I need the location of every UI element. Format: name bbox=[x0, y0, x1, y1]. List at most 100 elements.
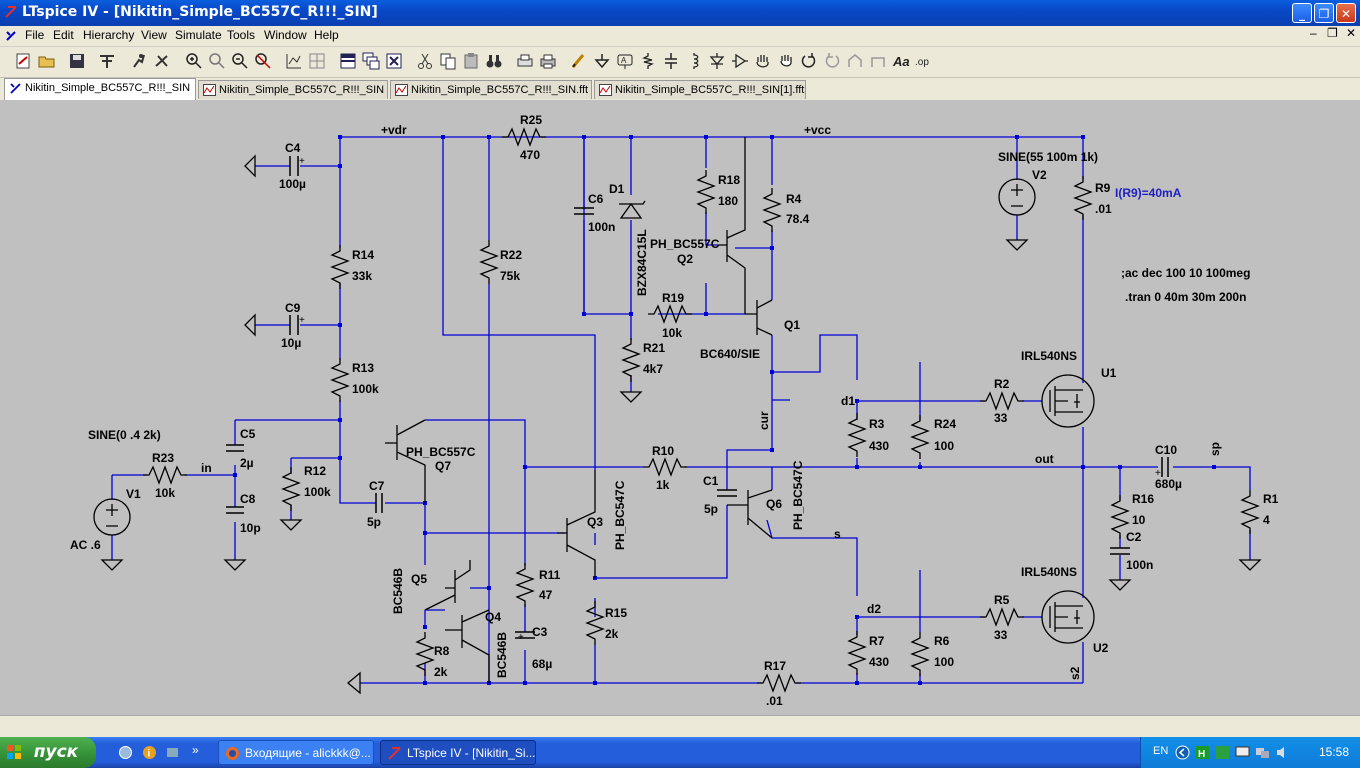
save-icon[interactable] bbox=[68, 52, 86, 70]
tran-directive[interactable]: .tran 0 40m 30m 200n bbox=[1125, 290, 1246, 304]
label-R19: R19 bbox=[662, 291, 684, 305]
label-R8: R8 bbox=[434, 644, 450, 658]
schematic-canvas[interactable]: ++++ C4 100µ R25 bbox=[0, 100, 1360, 715]
draw-wire-icon[interactable] bbox=[570, 52, 588, 70]
print-icon[interactable] bbox=[539, 52, 557, 70]
minimize-button[interactable]: _ bbox=[1292, 3, 1312, 23]
ground-icon[interactable] bbox=[593, 52, 611, 70]
drag-hand-icon[interactable] bbox=[777, 52, 795, 70]
label-R23: R23 bbox=[152, 451, 174, 465]
paste-icon[interactable] bbox=[462, 52, 480, 70]
find-icon[interactable] bbox=[485, 52, 503, 70]
label-C10: C10 bbox=[1155, 443, 1177, 457]
autorange-icon[interactable] bbox=[285, 52, 303, 70]
tray-volume-icon[interactable] bbox=[1275, 745, 1290, 760]
mirror-icon[interactable] bbox=[869, 52, 887, 70]
tray-app-icon[interactable] bbox=[1215, 745, 1230, 760]
text-icon[interactable]: Aa bbox=[892, 52, 910, 70]
menu-edit[interactable]: Edit bbox=[53, 28, 74, 42]
menu-file[interactable]: File bbox=[25, 28, 45, 42]
status-bar bbox=[0, 715, 1360, 738]
quicklaunch-more-icon[interactable]: » bbox=[192, 743, 199, 757]
diode-icon[interactable] bbox=[708, 52, 726, 70]
undo-icon[interactable] bbox=[800, 52, 818, 70]
ac-directive[interactable]: ;ac dec 100 10 100meg bbox=[1121, 266, 1250, 280]
tile-horizontal-icon[interactable] bbox=[339, 52, 357, 70]
rotate-icon[interactable] bbox=[846, 52, 864, 70]
tray-h-icon[interactable]: H bbox=[1195, 745, 1210, 760]
close-all-icon[interactable] bbox=[385, 52, 403, 70]
menu-window[interactable]: Window bbox=[264, 28, 307, 42]
label-Q6: Q6 bbox=[766, 497, 782, 511]
copy-icon[interactable] bbox=[439, 52, 457, 70]
menu-help[interactable]: Help bbox=[314, 28, 339, 42]
label-V1: V1 bbox=[126, 487, 141, 501]
control-panel-icon[interactable] bbox=[98, 52, 116, 70]
pan-icon[interactable] bbox=[208, 52, 226, 70]
value-R4: 78.4 bbox=[786, 212, 810, 226]
start-button[interactable]: пуск bbox=[0, 737, 96, 768]
zoom-out-icon[interactable] bbox=[231, 52, 249, 70]
value-C7: 5p bbox=[367, 515, 381, 529]
menu-simulate[interactable]: Simulate bbox=[175, 28, 222, 42]
quicklaunch-info-icon[interactable]: i bbox=[142, 745, 157, 760]
schematic-drawing[interactable]: ++++ C4 100µ R25 bbox=[0, 100, 1360, 715]
halt-icon[interactable] bbox=[153, 52, 171, 70]
menu-view[interactable]: View bbox=[141, 28, 167, 42]
spice-directive-icon[interactable]: .op bbox=[915, 52, 933, 70]
mdi-restore-icon[interactable]: ❐ bbox=[1327, 26, 1338, 40]
label-R10: R10 bbox=[652, 444, 674, 458]
taskbar-button-ltspice[interactable]: LTspice IV - [Nikitin_Si... bbox=[380, 740, 536, 765]
resistor-icon[interactable] bbox=[639, 52, 657, 70]
print-setup-icon[interactable] bbox=[516, 52, 534, 70]
inductor-icon[interactable] bbox=[685, 52, 703, 70]
new-schematic-icon[interactable] bbox=[14, 52, 32, 70]
label-R5: R5 bbox=[994, 593, 1010, 607]
zoom-in-icon[interactable] bbox=[185, 52, 203, 70]
component-icon[interactable] bbox=[731, 52, 749, 70]
mdi-minimize-icon[interactable]: – bbox=[1310, 26, 1317, 40]
tab-label: Nikitin_Simple_BC557C_R!!!_SIN.fft bbox=[411, 84, 589, 96]
label-net-icon[interactable]: A bbox=[616, 52, 634, 70]
value-R11: 47 bbox=[539, 588, 553, 602]
open-folder-icon[interactable] bbox=[38, 52, 56, 70]
net-label-d2: d2 bbox=[867, 602, 881, 616]
label-R6: R6 bbox=[934, 634, 950, 648]
label-C1: C1 bbox=[703, 474, 719, 488]
capacitor-icon[interactable] bbox=[662, 52, 680, 70]
tab-fft-1[interactable]: Nikitin_Simple_BC557C_R!!!_SIN[1].fft bbox=[594, 80, 806, 99]
taskbar-button-mail[interactable]: Входящие - alickkk@... bbox=[218, 740, 374, 765]
menu-hierarchy[interactable]: Hierarchy bbox=[83, 28, 135, 42]
run-icon[interactable] bbox=[130, 52, 148, 70]
document-tabs: Nikitin_Simple_BC557C_R!!!_SIN Nikitin_S… bbox=[0, 78, 1360, 100]
mdi-close-icon[interactable]: ✕ bbox=[1346, 26, 1357, 40]
svg-text:i: i bbox=[148, 749, 151, 760]
cascade-icon[interactable] bbox=[362, 52, 380, 70]
zoom-fit-icon[interactable] bbox=[254, 52, 272, 70]
quicklaunch-media-icon[interactable] bbox=[165, 745, 180, 760]
net-label-cur: cur bbox=[757, 411, 771, 430]
value-Q5: BC546B bbox=[391, 568, 405, 614]
label-R24: R24 bbox=[934, 417, 956, 431]
tray-network-icon[interactable] bbox=[1255, 745, 1270, 760]
quicklaunch-ie-icon[interactable] bbox=[118, 745, 133, 760]
restore-button[interactable]: ❐ bbox=[1314, 3, 1334, 23]
tab-schematic[interactable]: Nikitin_Simple_BC557C_R!!!_SIN bbox=[4, 78, 196, 100]
schematic-doc-icon[interactable] bbox=[4, 29, 18, 43]
label-R21: R21 bbox=[643, 341, 665, 355]
language-indicator[interactable]: EN bbox=[1153, 745, 1169, 757]
tab-fft[interactable]: Nikitin_Simple_BC557C_R!!!_SIN.fft bbox=[390, 80, 592, 99]
tray-arrow-icon[interactable] bbox=[1175, 745, 1190, 760]
tab-waveform[interactable]: Nikitin_Simple_BC557C_R!!!_SIN bbox=[198, 80, 388, 99]
tray-monitor-icon[interactable] bbox=[1235, 745, 1250, 760]
menu-tools[interactable]: Tools bbox=[227, 28, 256, 42]
label-R12: R12 bbox=[304, 464, 326, 478]
move-hand-icon[interactable] bbox=[754, 52, 772, 70]
mosfets bbox=[1041, 374, 1095, 644]
cut-icon[interactable] bbox=[416, 52, 434, 70]
close-button[interactable]: ✕ bbox=[1336, 3, 1356, 23]
value-R25: 470 bbox=[520, 148, 540, 162]
grid-icon[interactable] bbox=[308, 52, 326, 70]
redo-icon[interactable] bbox=[823, 52, 841, 70]
clock[interactable]: 15:58 bbox=[1318, 745, 1349, 759]
